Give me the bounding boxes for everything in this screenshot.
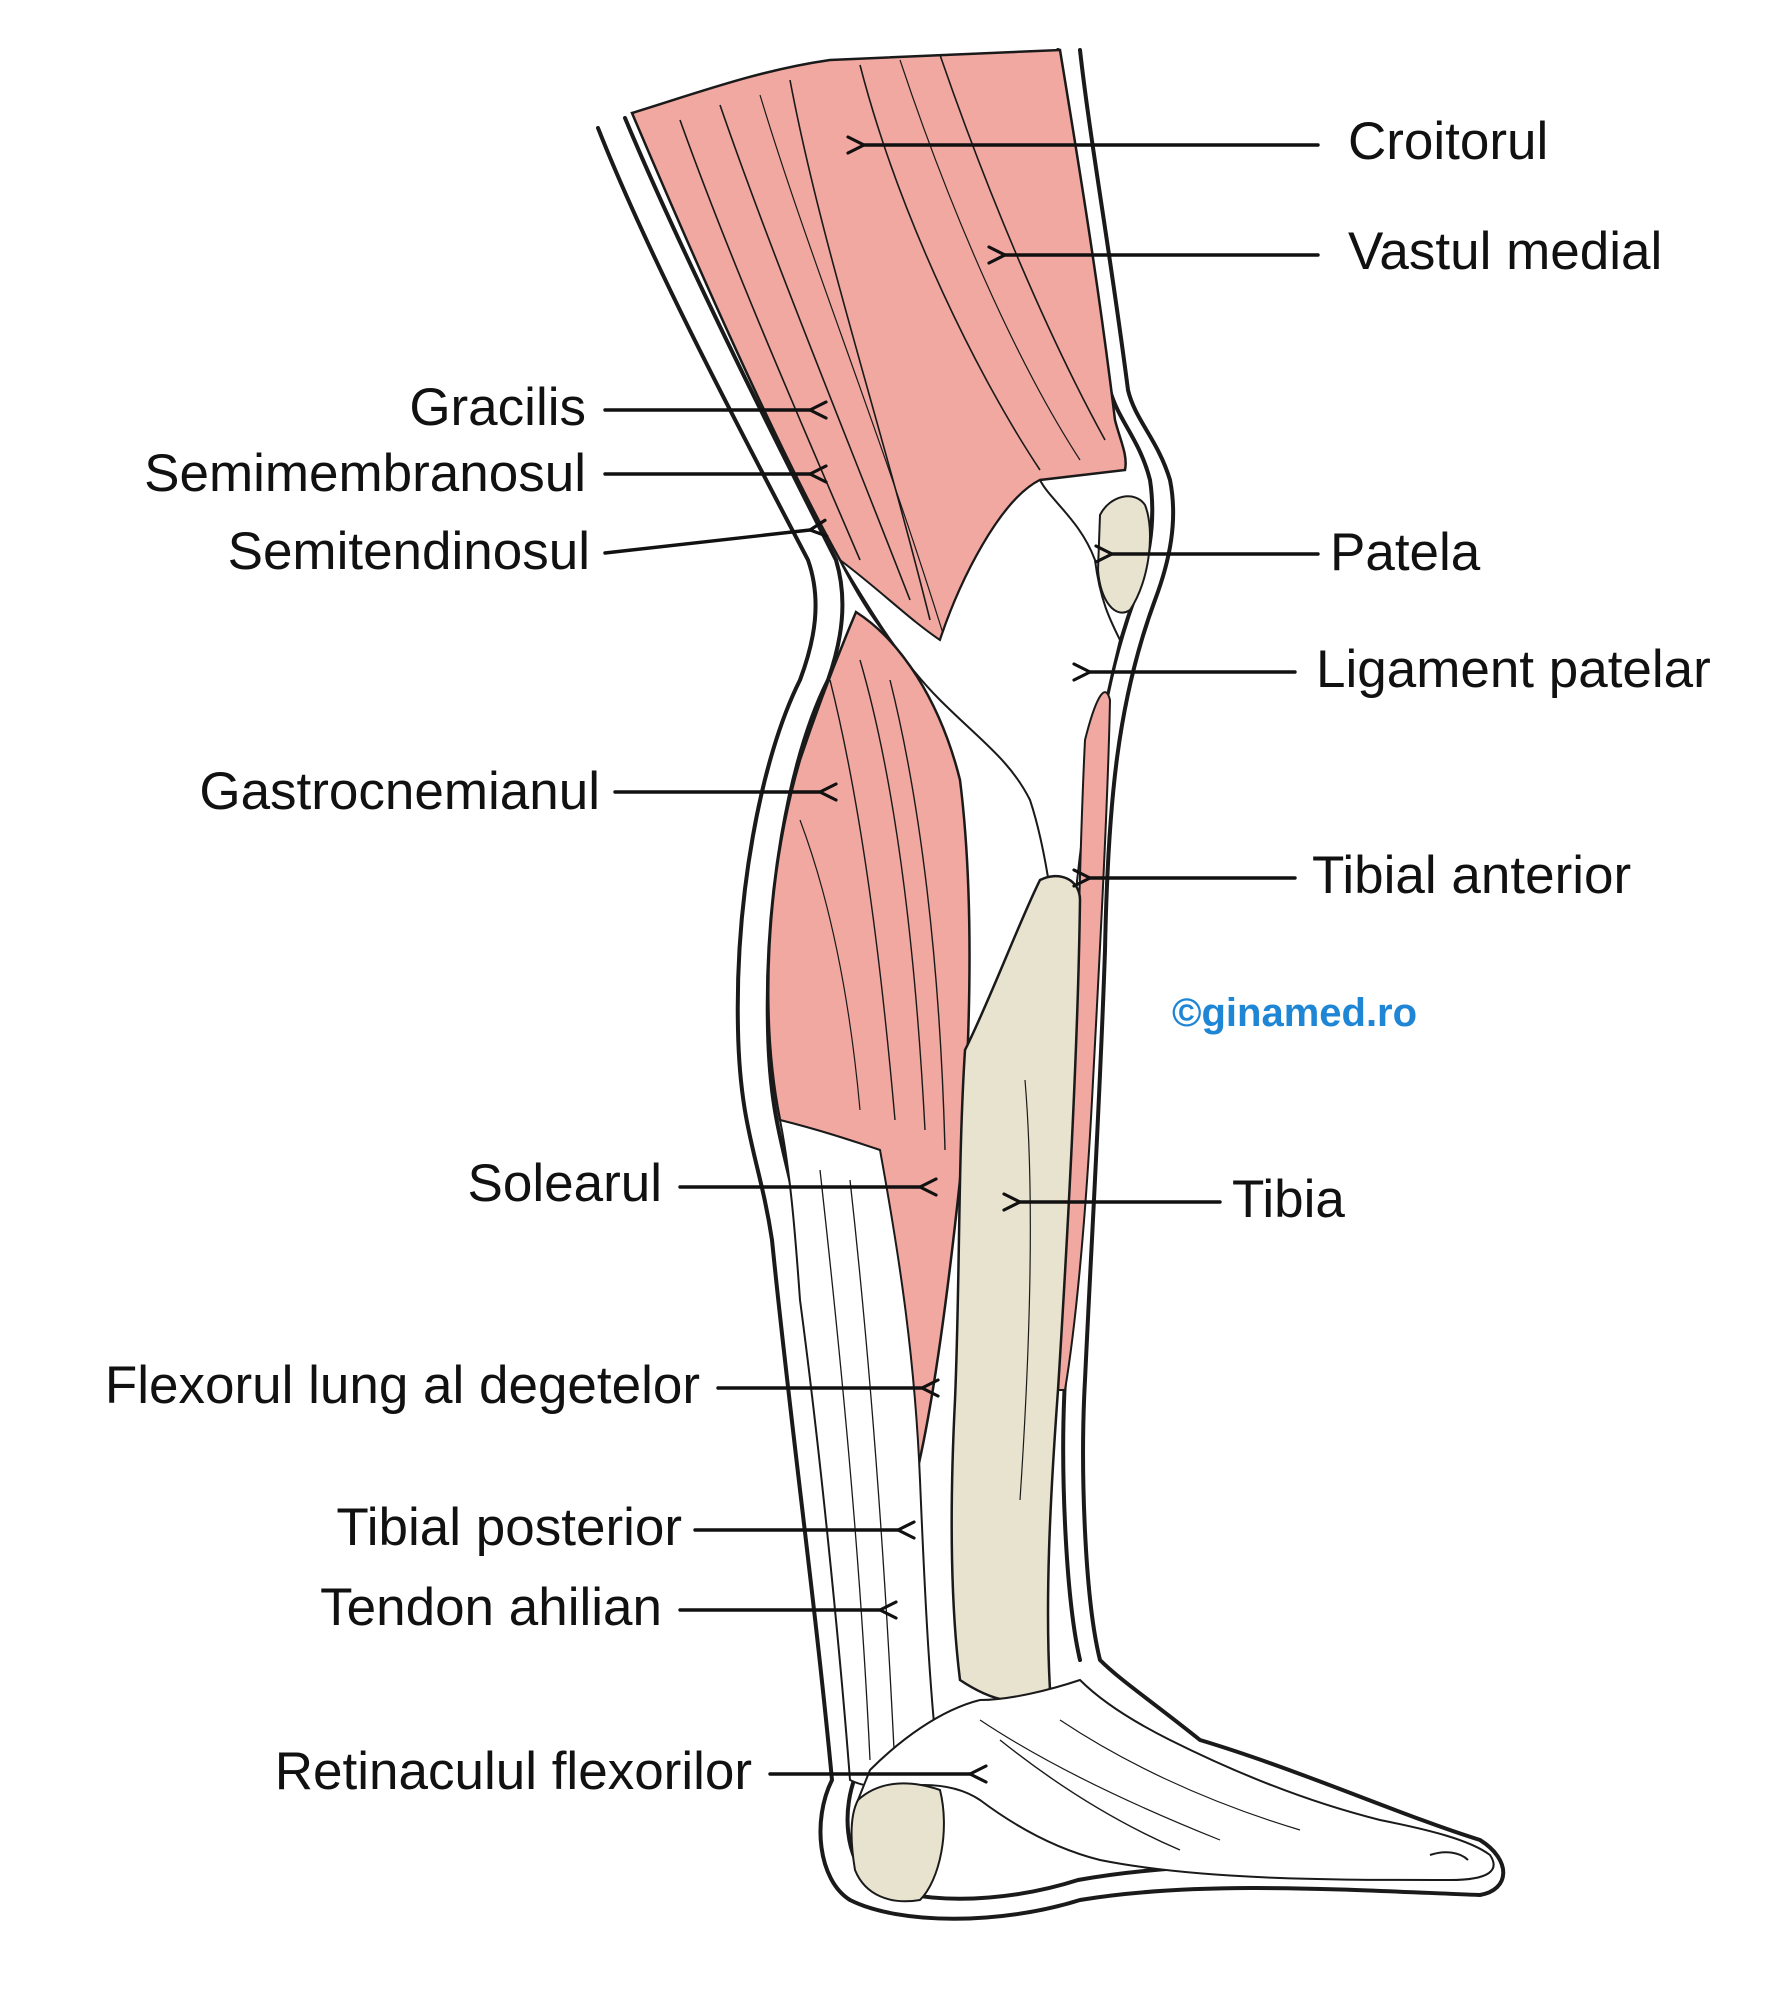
label-semitendinosul: Semitendinosul: [227, 522, 590, 581]
arrow-semitendinosul: [603, 518, 829, 555]
label-flexorul-lung: Flexorul lung al degetelor: [104, 1356, 700, 1415]
label-ligament-patelar: Ligament patelar: [1316, 640, 1711, 699]
label-vastul-medial: Vastul medial: [1348, 222, 1663, 281]
label-tendon-ahilian: Tendon ahilian: [320, 1578, 662, 1637]
label-solearul: Solearul: [467, 1154, 662, 1213]
label-retinaculul: Retinaculul flexorilor: [274, 1742, 752, 1801]
label-semimembranosul: Semimembranosul: [144, 444, 586, 503]
label-tibia: Tibia: [1232, 1170, 1345, 1229]
label-croitorul: Croitorul: [1348, 112, 1549, 171]
label-tibial-posterior: Tibial posterior: [336, 1498, 682, 1557]
label-tibial-anterior: Tibial anterior: [1312, 846, 1632, 905]
foot: [850, 1678, 1495, 1903]
leader-arrows: [603, 135, 1320, 1784]
watermark-copyright: ©ginamed.ro: [1172, 991, 1418, 1035]
tibia-bone: [950, 874, 1082, 1703]
label-patela: Patela: [1330, 523, 1481, 582]
label-gastrocnemianul: Gastrocnemianul: [199, 762, 600, 821]
label-gracilis: Gracilis: [409, 378, 586, 437]
